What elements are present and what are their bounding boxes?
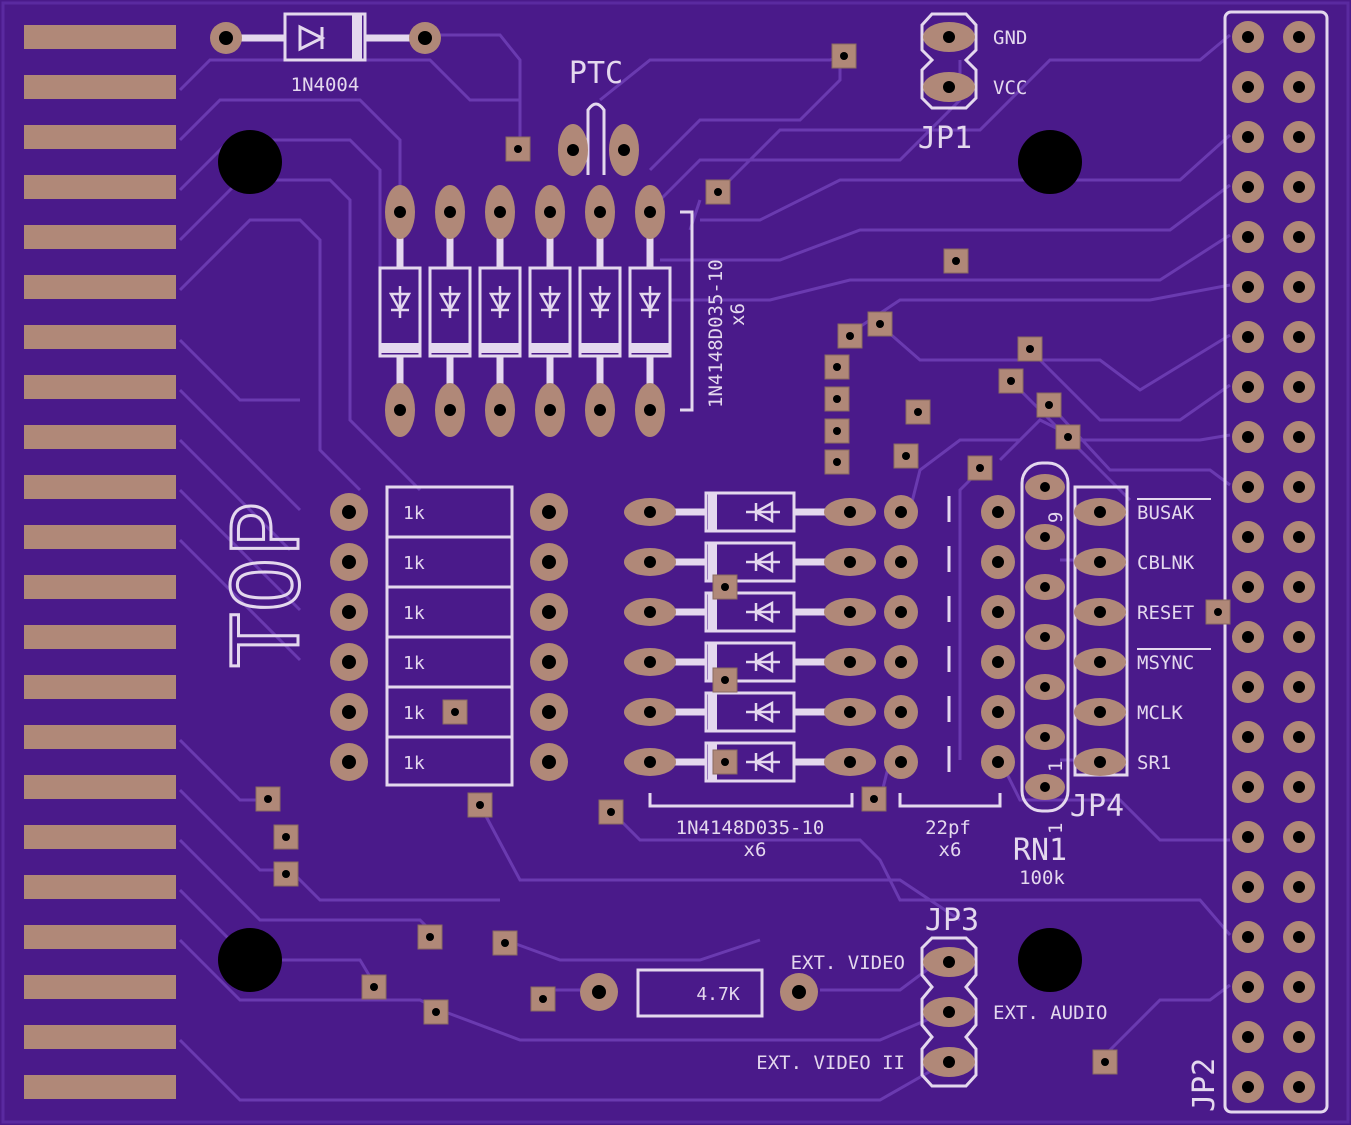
label-ptc: PTC [569,56,623,91]
edge-finger [24,775,176,799]
jp3-label-ext-audio: EXT. AUDIO [993,1002,1107,1024]
ptc-fuse [558,102,639,176]
edge-finger [24,875,176,899]
resistor-value: 1k [403,753,425,774]
edge-finger [24,1025,176,1049]
resistor-network-rn1 [1020,461,1070,813]
edge-finger [24,425,176,449]
resistor-value: 1k [403,553,425,574]
label-cap-array-count: x6 [939,839,962,861]
via [861,786,887,812]
label-diode-array-bottom-count: x6 [744,839,767,861]
resistor-bank-1k [385,485,514,787]
header-jp1 [920,12,978,110]
edge-finger [24,575,176,599]
label-jp3: JP3 [925,903,979,938]
via [255,786,281,812]
edge-finger [24,225,176,249]
edge-finger [24,1075,176,1099]
edge-finger [24,625,176,649]
header-jp4 [1073,485,1129,777]
label-diode-array-top: 1N4148D035-10 [705,259,727,408]
jp1-label-gnd: GND [993,27,1027,49]
diode-array-vertical [378,185,694,437]
mounting-hole [218,130,282,194]
mounting-hole [1018,928,1082,992]
jp3-label-ext-video-ii: EXT. VIDEO II [756,1052,905,1074]
jp4-label-mclk: MCLK [1137,702,1183,724]
edge-finger [24,175,176,199]
edge-finger [24,925,176,949]
resistor-pads [330,493,568,781]
jp4-label-msync: MSYNC [1137,652,1194,674]
jp4-label-sr1: SR1 [1137,752,1171,774]
mounting-holes [218,130,1082,992]
edge-finger [24,725,176,749]
label-1n4004: 1N4004 [291,74,360,96]
resistor-4-7k [580,968,818,1018]
label-rn1-value: 100k [1019,867,1065,889]
jp4-label-busak: BUSAK [1137,502,1195,524]
via [943,248,969,274]
resistor-value: 1k [403,653,425,674]
via [712,749,738,775]
edge-finger [24,75,176,99]
label-diode-array-top-count: x6 [727,303,749,326]
label-jp1: JP1 [918,121,972,156]
jp1-label-vcc: VCC [993,77,1027,99]
capacitor-bank [884,495,1015,808]
edge-finger [24,125,176,149]
via [530,986,556,1012]
label-jp2: JP2 [1187,1058,1222,1112]
diode-1n4004 [210,12,441,62]
jp3-label-ext-video: EXT. VIDEO [791,952,905,974]
header-jp2 [1223,10,1329,1114]
mounting-hole [218,928,282,992]
label-rn1-pin1: 1 [1045,761,1067,772]
via-holes [264,52,1222,1066]
resistor-value: 1k [403,603,425,624]
edge-finger [24,325,176,349]
edge-finger [24,275,176,299]
resistor-value: 1k [403,703,425,724]
edge-finger [24,25,176,49]
copper-traces [178,33,1232,1102]
label-rn1-pin1-bottom: 1 [1045,823,1067,834]
label-resistor-4-7k: 4.7K [696,984,740,1005]
via [492,930,518,956]
edge-finger [24,825,176,849]
label-jp4: JP4 [1070,789,1124,824]
label-diode-array-bottom: 1N4148D035-10 [676,817,825,839]
label-rn1: RN1 [1013,833,1067,868]
mounting-hole [1018,130,1082,194]
label-cap-array: 22pf [925,817,971,839]
edge-finger [24,525,176,549]
diode-array-horizontal [624,491,876,808]
edge-finger [24,375,176,399]
header-jp3 [920,936,978,1088]
edge-finger [24,975,176,999]
label-top: TOP [213,502,320,668]
jp4-label-reset: RESET [1137,602,1194,624]
edge-finger [24,475,176,499]
resistor-value: 1k [403,503,425,524]
label-rn1-pin9: 9 [1045,512,1067,523]
edge-connector [24,25,176,1099]
edge-finger [24,675,176,699]
resistor-pad-holes [342,505,556,769]
jp4-label-cblnk: CBLNK [1137,552,1195,574]
